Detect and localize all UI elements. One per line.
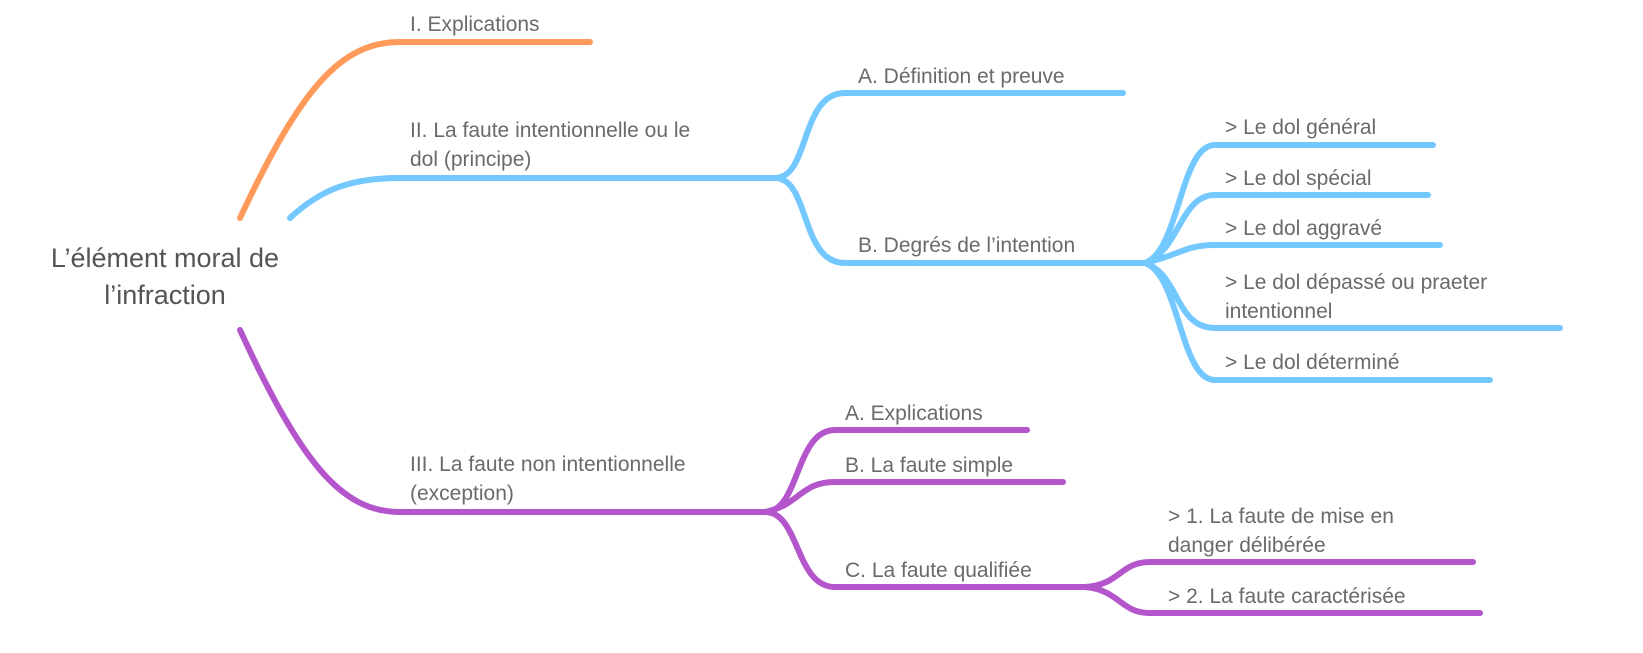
topic-faute-non-intentionnelle[interactable]: III. La faute non intentionnelle (except… [410,450,686,508]
connector-dol-special [1142,192,1431,266]
topic-faute-caracterisee[interactable]: > 2. La faute caractérisée [1168,585,1406,608]
topic-faute-intentionnelle[interactable]: II. La faute intentionnelle ou le dol (p… [410,116,690,174]
topic-line-2: danger délibérée [1168,534,1326,557]
connector-faute-intentionnelle [287,175,778,221]
topic-dol-general[interactable]: > Le dol général [1225,116,1377,139]
topic-line-1: > Le dol dépassé ou praeter [1225,271,1488,294]
topic-dol-depasse[interactable]: > Le dol dépassé ou praeter intentionnel [1225,268,1487,326]
topic-line-2: intentionnel [1225,300,1333,323]
topic-explications-3[interactable]: A. Explications [845,402,983,425]
topic-faute-qualifiee[interactable]: C. La faute qualifiée [845,559,1032,582]
topic-line-1: III. La faute non intentionnelle [410,453,686,476]
topic-dol-determine[interactable]: > Le dol déterminé [1225,351,1400,374]
topic-line-2: dol (principe) [410,148,532,171]
topic-line-1: II. La faute intentionnelle ou le [410,119,691,142]
topic-explications[interactable]: I. Explications [410,13,540,36]
root-line-1: L’élément moral de [50,243,280,273]
topic-line-1: > 1. La faute de mise en [1168,505,1394,528]
topic-dol-special[interactable]: > Le dol spécial [1225,167,1372,190]
topic-degres-intention[interactable]: B. Degrés de l’intention [858,234,1076,257]
topic-definition-preuve[interactable]: A. Définition et preuve [858,65,1065,88]
connector-faute-non-intentionnelle [237,327,768,515]
connector-faute-qualifiee [762,509,1088,590]
connector-faute-caracterisee [1082,584,1483,616]
connector-degres [772,175,1148,266]
connector-definition [772,90,1126,181]
topic-line-2: (exception) [410,482,514,505]
connector-faute-simple [762,479,1066,515]
topic-dol-aggrave[interactable]: > Le dol aggravé [1225,217,1383,240]
root-line-2: l’infraction [104,280,226,310]
connector-mise-en-danger [1082,559,1476,590]
topic-mise-en-danger[interactable]: > 1. La faute de mise en danger délibéré… [1168,502,1394,560]
connector-explications [237,39,593,221]
topic-faute-simple[interactable]: B. La faute simple [845,454,1014,477]
connector-dol-determine [1142,260,1493,383]
root-topic[interactable]: L’élément moral de l’infraction [15,240,315,314]
connector-dol-aggrave [1142,242,1443,266]
